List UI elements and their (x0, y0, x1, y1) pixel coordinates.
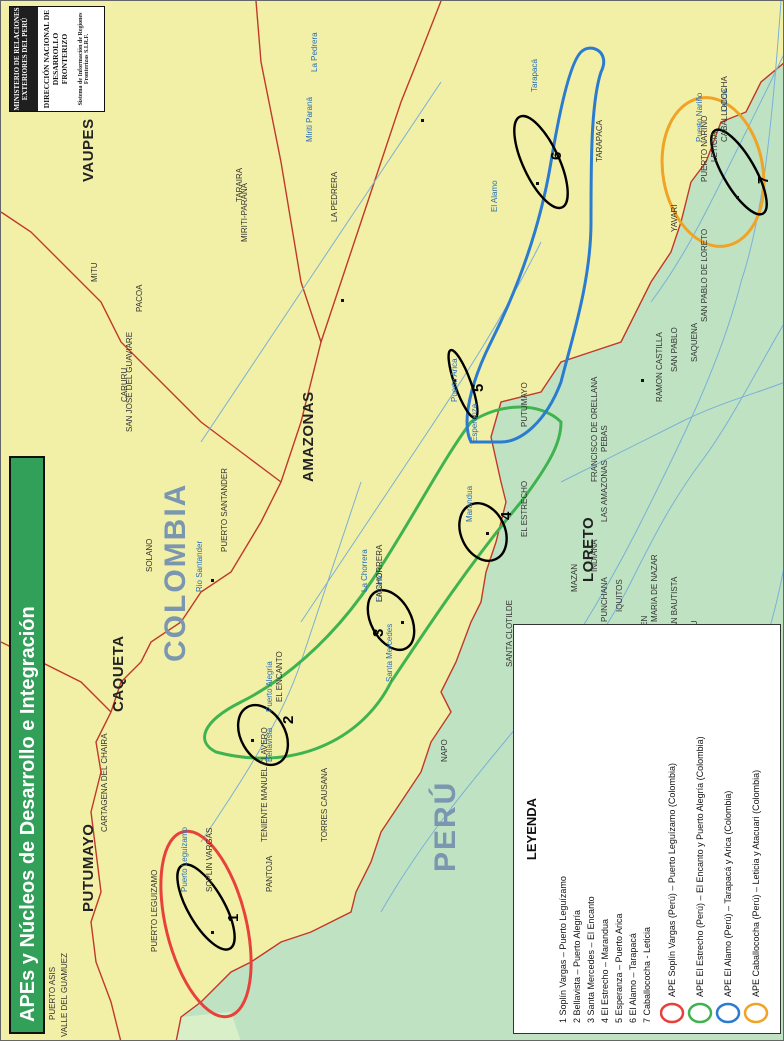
legend-item: 2 Bellavista – Puerto Alegría (572, 909, 582, 1023)
city-label: Marandua (465, 485, 474, 522)
city-label: SOPLIN VARGAS (205, 827, 214, 892)
city-label: Miriti Paraná (305, 97, 314, 142)
city-label: TORRES CAUSANA (320, 767, 329, 842)
legend-item: 7 Caballococha - Leticia (642, 926, 652, 1023)
city-label: SAN PABLO DE LORETO (700, 228, 709, 322)
city-label: Puerto Arica (450, 358, 459, 402)
ape-number-7: 7 (755, 175, 772, 184)
city-label: CABALLOCOCHA (720, 76, 729, 142)
city-label: El Alamo (490, 180, 499, 212)
ministry-name: MINISTERIO DE RELACIONES EXTERIORES DEL … (10, 7, 38, 111)
city-label: YAVARI (670, 204, 679, 232)
city-label: PUNCHANA (600, 577, 609, 622)
city-label: INDIANA (590, 539, 599, 572)
red-ring-icon (660, 1002, 685, 1024)
city-label: LA PEDRERA (330, 171, 339, 222)
city-label: TARAPACA (595, 120, 604, 162)
ape-orange-zone (660, 96, 766, 248)
blue-ring-icon (715, 1002, 741, 1024)
city-label: MITU (90, 262, 99, 282)
city-label: Esperanza (470, 403, 479, 442)
ape-number-6: 6 (548, 151, 565, 160)
city-label: Bellavista (265, 727, 274, 762)
city-label: NAPO (440, 739, 449, 762)
region-label: CAQUETA (110, 635, 127, 712)
legend-item: 6 El Alamo – Tarapacá (628, 933, 638, 1023)
city-label: SOLANO (145, 538, 154, 572)
city-label: EL ENCANTO (275, 651, 284, 702)
legend-ape-blue: APE El Alamo (Perú) – Tarapacá y Arica (… (723, 790, 733, 997)
city-label: Santa Mercedes (385, 623, 394, 682)
city-label: PUTUMAYO (520, 382, 529, 427)
legend-title: LEYENDA (524, 797, 539, 861)
region-label: AMAZONAS (300, 391, 317, 482)
city-label: MARIA DE NAZAR (650, 554, 659, 622)
legend-ape-green: APE El Estrecho (Perú) – El Encanto y Pu… (695, 736, 705, 997)
legend-swatches (660, 1002, 769, 1024)
city-label: VALLE DEL GUAMUEZ (60, 952, 69, 1037)
west-region (176, 1012, 241, 1040)
city-label: PANTOJA (265, 855, 274, 892)
country-label-colombia: COLOMBIA (159, 482, 192, 662)
country-label-peru: PERÚ (429, 780, 462, 872)
region-label: VAUPES (80, 118, 97, 182)
city-label: Puerto Leguizamo (180, 827, 189, 892)
city-label: Tarapacá (530, 59, 539, 92)
city-label: MAZAN (570, 564, 579, 592)
city-label: Puerto Alegría (265, 661, 274, 712)
ape-green-zone (203, 405, 563, 760)
ape-blue-zone (465, 46, 605, 444)
city-label: PUERTO SANTANDER (220, 467, 229, 552)
city-label: IQUITOS (615, 579, 624, 612)
city-label: PUERTO ASIS (48, 966, 57, 1020)
legend-ape-orange: APE Caballococha (Perú) – Leticia y Atac… (751, 769, 761, 997)
city-label: La Chorrera (360, 549, 369, 592)
ape-red-zone (159, 829, 253, 1019)
city-label: PEBAS (600, 425, 609, 452)
legend-item: 4 El Estrecho – Marandua (600, 918, 610, 1023)
ape-number-5: 5 (470, 383, 487, 392)
city-label: LA CHORRERA (375, 544, 384, 602)
ape-zones (159, 46, 768, 1019)
green-ring-icon (687, 1002, 713, 1024)
city-label: LAS AMAZONAS (600, 460, 609, 522)
ape-number-2: 2 (280, 715, 297, 724)
city-label: LETICIA (710, 131, 719, 162)
city-label: Rio Santander (195, 540, 204, 592)
city-label: CARURU (120, 367, 129, 402)
city-label: RAMON CASTILLA (655, 332, 664, 402)
legend-item: 5 Esperanza – Puerto Arica (614, 913, 624, 1023)
system-name: Sistema de Información de Regiones Front… (78, 12, 90, 106)
ministry-seal-block: MINISTERIO DE RELACIONES EXTERIORES DEL … (9, 6, 105, 112)
legend-item: 3 Santa Mercedes – El Encanto (586, 896, 596, 1023)
development-nuclei (176, 114, 768, 951)
city-label: PUERTO LEGUIZAMO (150, 869, 159, 952)
city-label: SAQUENA (690, 322, 699, 362)
legend-item: 1 Soplín Vargas – Puerto Leguízamo (558, 876, 568, 1023)
orange-ring-icon (743, 1002, 769, 1024)
city-label: TARAIRA (235, 167, 244, 202)
map-title: APEs y Núcleos de Desarrollo e Integraci… (17, 606, 39, 1022)
legend-ape-red: APE Soplín Vargas (Perú) – Puerto Leguíz… (667, 763, 677, 997)
ape-number-1: 1 (225, 913, 242, 922)
ape-number-3: 3 (370, 628, 387, 637)
city-label: PACOA (135, 284, 144, 312)
city-label: La Pedrera (310, 32, 319, 72)
city-label: EL ESTRECHO (520, 480, 529, 537)
title-banner: APEs y Núcleos de Desarrollo e Integraci… (9, 456, 45, 1034)
directorate-name: DIRECCIÓN NACIONAL DE DESARROLLO FRONTER… (42, 9, 69, 109)
city-label: Puerto Nariño (695, 92, 704, 142)
region-label: PUTUMAYO (80, 823, 97, 912)
city-label: SAN PABLO (670, 327, 679, 372)
legend-box: LEYENDA 1 Soplín Vargas – Puerto Leguíza… (513, 624, 781, 1034)
city-label: CARTAGENA DEL CHAIRA (100, 733, 109, 832)
city-label: FRANCISCO DE ORELLANA (590, 376, 599, 482)
ape-number-4: 4 (498, 511, 515, 520)
